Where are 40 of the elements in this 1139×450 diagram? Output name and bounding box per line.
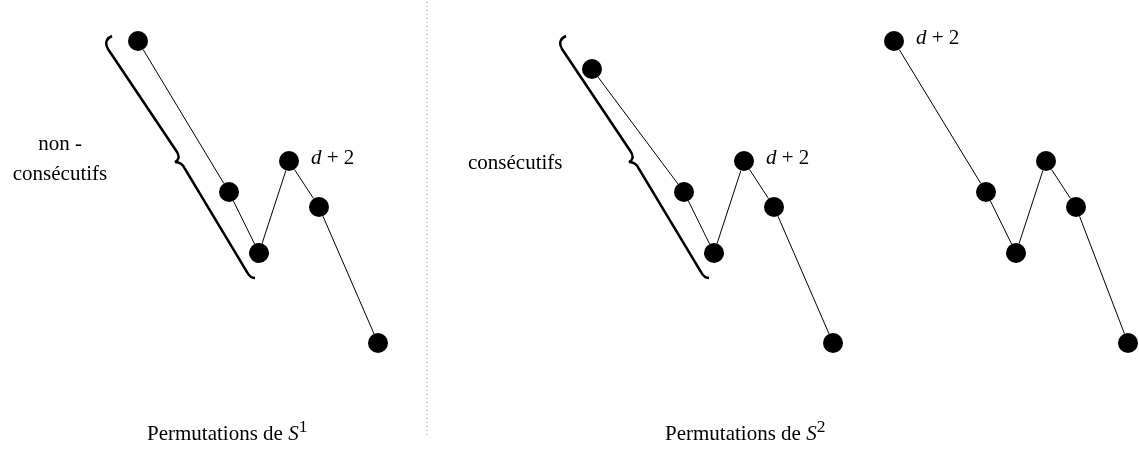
point-dot xyxy=(674,182,694,202)
line-segment xyxy=(1050,168,1072,200)
point-label: d + 2 xyxy=(311,145,355,169)
point-dot xyxy=(249,243,269,263)
line-segment xyxy=(989,200,1013,245)
line-segment xyxy=(1079,215,1125,335)
point-dot xyxy=(1036,151,1056,171)
line-segment xyxy=(293,168,315,200)
line-segment xyxy=(898,49,982,184)
point-dot xyxy=(582,59,602,79)
brace-label: consécutifs xyxy=(468,150,563,174)
point-dot xyxy=(309,197,329,217)
brace-label: non - consécutifs xyxy=(11,130,109,187)
point-dot xyxy=(279,151,299,171)
line-segment xyxy=(748,168,770,200)
line-segment xyxy=(142,49,225,184)
point-dot xyxy=(823,333,843,353)
line-segment xyxy=(597,76,679,185)
point-dot xyxy=(128,31,148,51)
line-segment xyxy=(1018,170,1044,244)
line-segment xyxy=(716,170,742,244)
line-segment xyxy=(322,215,375,335)
point-dot xyxy=(1066,197,1086,217)
point-dot xyxy=(368,333,388,353)
line-segment xyxy=(232,200,256,245)
line-segment xyxy=(687,200,711,245)
point-dot xyxy=(976,182,996,202)
point-dot xyxy=(1006,243,1026,263)
point-dot xyxy=(734,151,754,171)
line-segment xyxy=(261,170,287,244)
point-dot xyxy=(1118,333,1138,353)
point-dot xyxy=(764,197,784,217)
panel-caption: Permutations de S$^{1}$ xyxy=(147,415,308,445)
point-dot xyxy=(704,243,724,263)
point-dot xyxy=(219,182,239,202)
point-label: d + 2 xyxy=(916,25,960,49)
panel-caption: Permutations de S$^{2}$ xyxy=(665,415,826,445)
point-dot xyxy=(884,31,904,51)
line-segment xyxy=(777,215,830,335)
point-label: d + 2 xyxy=(766,145,810,169)
